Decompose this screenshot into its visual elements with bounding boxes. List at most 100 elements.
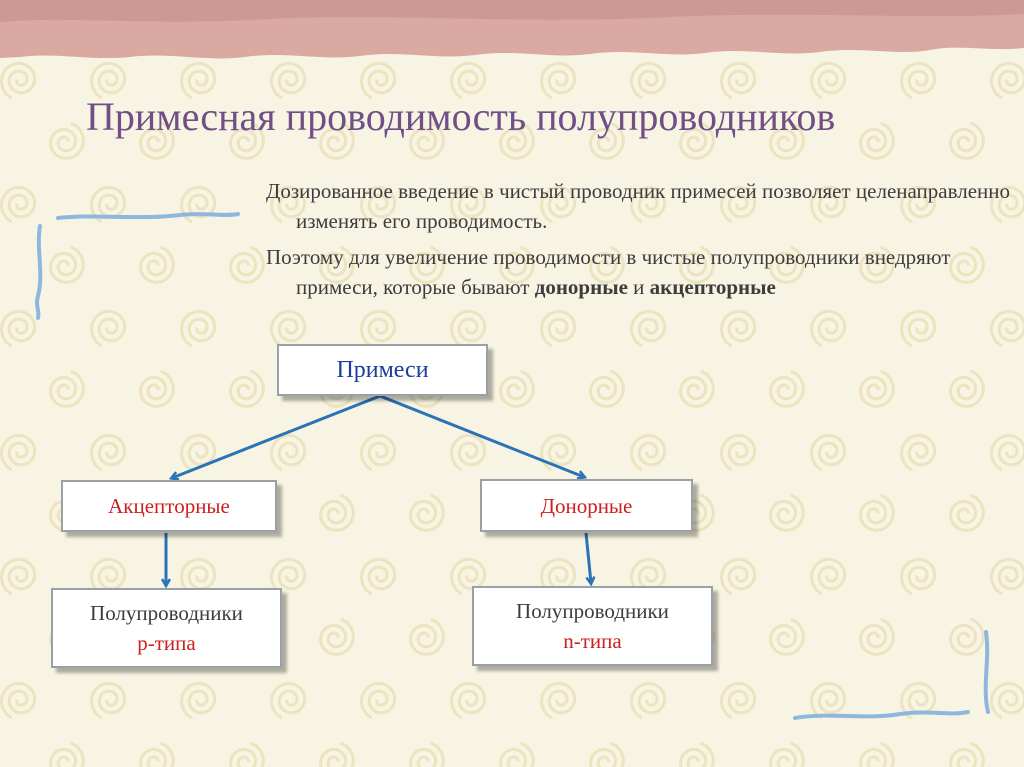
swirl-ornament (449, 681, 487, 720)
swirl-ornament (139, 245, 175, 285)
swirl-ornament (269, 681, 307, 720)
acceptor-label: Акцепторные (108, 494, 230, 518)
swirl-ornament (949, 245, 985, 285)
swirl-ornament (719, 309, 757, 348)
swirl-ornament (89, 557, 127, 596)
swirl-ornament (139, 741, 175, 767)
swirl-ornament (949, 617, 985, 657)
swirl-ornament (899, 61, 937, 100)
blue-stroke-top-left (56, 212, 240, 220)
swirl-ornament (319, 121, 355, 161)
swirl-ornament (769, 121, 805, 161)
swirl-ornament (629, 433, 667, 472)
swirl-ornament (539, 61, 577, 100)
swirl-ornament (539, 185, 577, 224)
n-type-line2: n-типа (563, 629, 622, 653)
swirl-ornament (49, 369, 85, 409)
swirl-ornament (449, 309, 487, 348)
donor-label: Донорные (540, 493, 633, 518)
swirl-ornament (989, 185, 1024, 224)
swirl-ornament (89, 681, 127, 720)
swirl-ornament (679, 121, 715, 161)
swirl-ornament (809, 557, 847, 596)
swirl-ornament (179, 681, 217, 720)
acceptor-box: Акцепторные (61, 480, 277, 532)
swirl-ornament (629, 61, 667, 100)
swirl-ornament (769, 493, 805, 533)
donor-box: Донорные (480, 479, 693, 532)
swirl-ornament (229, 245, 265, 285)
swirl-ornament (769, 369, 805, 409)
swirl-ornament (319, 493, 355, 533)
swirl-ornament (449, 557, 487, 596)
swirl-ornament (949, 369, 985, 409)
swirl-ornament (89, 185, 127, 224)
swirl-ornament (859, 369, 895, 409)
blue-stroke-right-vertical (983, 630, 990, 714)
swirl-ornament (719, 433, 757, 472)
swirl-ornament (629, 557, 667, 596)
swirl-ornament (0, 309, 37, 348)
swirl-ornament (139, 121, 175, 161)
swirl-ornament (539, 309, 577, 348)
swirl-ornament (449, 61, 487, 100)
swirl-ornament (949, 121, 985, 161)
swirl-ornament (0, 681, 37, 720)
swirl-ornament (679, 741, 715, 767)
swirl-ornament (499, 121, 535, 161)
swirl-ornament (989, 309, 1024, 348)
swirl-ornament (769, 741, 805, 767)
swirl-ornament (359, 185, 397, 224)
swirl-ornament (589, 121, 625, 161)
slide-title: Примесная проводимость полупроводников (86, 94, 836, 139)
paragraph-impurities: Поэтому для увеличение проводимости в чи… (266, 242, 1011, 302)
arrow-root-to-acceptor (172, 394, 381, 478)
swirl-ornament (859, 617, 895, 657)
swirl-ornament (809, 433, 847, 472)
swirl-ornament (229, 369, 265, 409)
swirl-ornament (629, 309, 667, 348)
swirl-ornament (899, 185, 937, 224)
swirl-ornament (859, 741, 895, 767)
swirl-ornament (89, 61, 127, 100)
swirl-ornament (409, 617, 445, 657)
swirl-ornament (269, 557, 307, 596)
swirl-ornament (589, 741, 625, 767)
swirl-ornament (629, 681, 667, 720)
n-type-box: Полупроводники n-типа (472, 586, 713, 666)
swirl-ornament (0, 61, 37, 100)
swirl-ornament (859, 121, 895, 161)
swirl-ornament (809, 681, 847, 720)
n-type-line1: Полупроводники (516, 599, 669, 623)
swirl-ornament (809, 309, 847, 348)
swirl-ornament (359, 681, 397, 720)
donor-term: донорные (534, 275, 628, 299)
impurities-label: Примеси (336, 357, 429, 383)
paragraph-intro: Дозированное введение в чистый проводник… (266, 179, 1011, 233)
swirl-ornament (679, 245, 715, 285)
swirl-ornament (499, 245, 535, 285)
swirl-ornament (89, 309, 127, 348)
swirl-ornament (719, 61, 757, 100)
swirl-ornament (989, 61, 1024, 100)
swirl-ornament (409, 121, 445, 161)
swirl-ornament (539, 681, 577, 720)
paragraph-conjunction: и (627, 275, 650, 299)
swirl-ornament (319, 245, 355, 285)
swirl-ornament (499, 741, 535, 767)
swirl-ornament (809, 185, 847, 224)
swirl-ornament (229, 121, 265, 161)
swirl-ornament (899, 681, 937, 720)
swirl-ornament (0, 185, 37, 224)
swirl-ornament (629, 185, 667, 224)
swirl-ornament (409, 741, 445, 767)
swirl-ornament (539, 557, 577, 596)
swirl-ornament (899, 557, 937, 596)
acceptor-term: акцепторные (649, 275, 776, 299)
swirl-ornament (359, 557, 397, 596)
swirl-ornament (269, 433, 307, 472)
p-type-box: Полупроводники р-типа (51, 588, 282, 668)
swirl-ornament (899, 433, 937, 472)
